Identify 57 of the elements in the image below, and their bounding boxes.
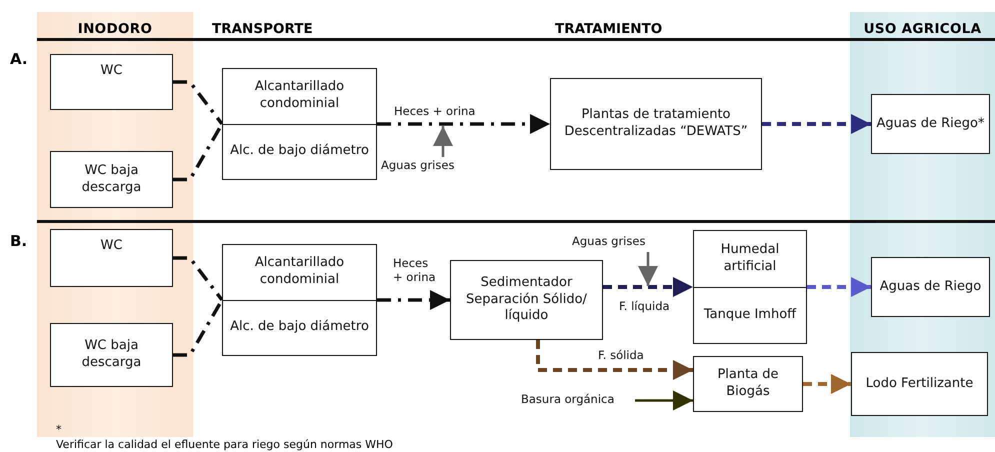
box-label: Alc. de bajo diámetro bbox=[223, 124, 376, 179]
arrow bbox=[603, 277, 693, 297]
box-label: WC bbox=[100, 237, 124, 255]
process-box bbox=[550, 78, 762, 170]
box-label: Lodo Fertilizante bbox=[864, 374, 974, 393]
column-band bbox=[37, 12, 193, 437]
process-box bbox=[50, 151, 173, 208]
process-box bbox=[222, 68, 377, 180]
footnote-text: Verificar la calidad el efluente para riego según normas WHO bbox=[56, 438, 393, 451]
box-label: Humedal artificial bbox=[720, 240, 780, 276]
edge-label: Heces + orina bbox=[394, 104, 476, 118]
box-label: Planta de Biogás bbox=[716, 366, 780, 401]
box-label: Alc. de bajo diámetro bbox=[223, 300, 376, 355]
column-heading: USO AGRICOLA bbox=[862, 21, 982, 37]
column-heading: INODORO bbox=[76, 21, 154, 37]
edge-label: F. líquida bbox=[619, 299, 670, 314]
arrow bbox=[803, 374, 851, 394]
box-label: Aguas de Riego* bbox=[876, 114, 986, 133]
box-label: Aguas de Riego bbox=[878, 278, 982, 296]
process-box bbox=[693, 356, 803, 412]
input-label: Aguas grises bbox=[572, 234, 654, 251]
arrow bbox=[536, 340, 693, 380]
process-box bbox=[222, 244, 377, 356]
arrow bbox=[433, 126, 453, 157]
arrow bbox=[762, 114, 871, 134]
process-box bbox=[450, 260, 603, 340]
arrow bbox=[638, 252, 658, 286]
column-band bbox=[850, 12, 995, 437]
box-label: Plantas de tratamiento Descentralizadas “DEWATS” bbox=[563, 106, 749, 141]
process-box bbox=[50, 323, 173, 387]
input-label: Basura orgánica bbox=[521, 392, 631, 409]
arrow bbox=[377, 114, 550, 134]
process-box bbox=[50, 229, 173, 287]
box-label: WC baja descarga bbox=[80, 162, 142, 196]
footnote-mark: * bbox=[56, 423, 62, 436]
input-label: Aguas grises bbox=[381, 158, 467, 176]
process-box bbox=[693, 230, 807, 344]
column-heading: TRANSPORTE bbox=[212, 21, 313, 37]
section-marker: A. bbox=[10, 50, 28, 68]
connector-line bbox=[173, 80, 224, 126]
connector-line bbox=[173, 256, 224, 302]
process-box bbox=[851, 352, 988, 416]
arrow bbox=[807, 277, 871, 297]
box-label: Alcantarillado condominial bbox=[254, 78, 346, 114]
box-label: Alcantarillado condominial bbox=[254, 254, 346, 290]
edge-label: F. sólida bbox=[598, 348, 644, 362]
process-box bbox=[50, 54, 173, 110]
section-marker: B. bbox=[10, 232, 28, 250]
arrow bbox=[377, 290, 450, 310]
process-box bbox=[871, 94, 990, 154]
process-box bbox=[871, 257, 990, 317]
box-label: WC bbox=[100, 62, 124, 80]
column-heading: TRATAMIENTO bbox=[555, 21, 662, 37]
box-label: Tanque Imhoff bbox=[694, 286, 806, 343]
box-label: WC baja descarga bbox=[80, 337, 142, 372]
arrow bbox=[635, 390, 693, 410]
box-label: Sedimentador Separación Sólido/ líquido bbox=[465, 274, 588, 326]
